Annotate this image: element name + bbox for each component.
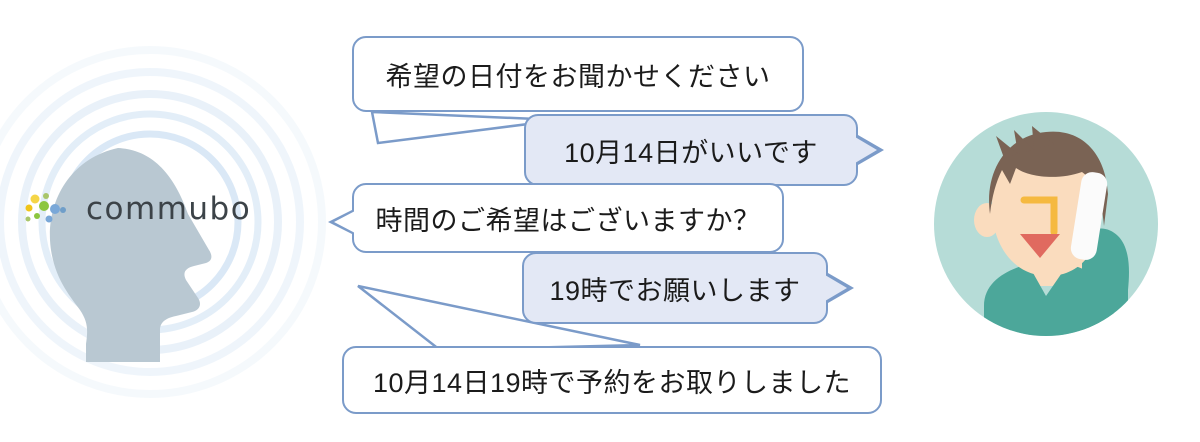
chat-bubble-text: 10月14日19時で予約をお取りしました xyxy=(372,367,852,398)
avatar-shirt xyxy=(984,264,1114,336)
phone-icon xyxy=(1070,172,1108,260)
chat-bubble-user-1: 10月14日がいいです xyxy=(524,114,884,186)
avatar-hair xyxy=(989,131,1108,226)
chat-bubble-text: 時間のご希望はございますか？ xyxy=(375,205,761,236)
chat-bubble-user-2: 19時でお願いします xyxy=(522,252,854,324)
bubble-tail-right-fill xyxy=(855,137,877,163)
logo-dots-icon xyxy=(25,193,66,223)
avatar-mouth xyxy=(1020,234,1060,258)
bubble-tail-left-fill xyxy=(334,211,355,233)
chat-bubble-text: 希望の日付をお聞かせください xyxy=(385,61,771,92)
chat-bubble-text: 10月14日がいいです xyxy=(564,137,818,168)
bubble-tail-right-fill xyxy=(825,275,847,301)
bot-avatar: commubo xyxy=(0,0,330,442)
chat-bubble-bot-1: 希望の日付をお聞かせください xyxy=(352,36,804,112)
brand-name: commubo xyxy=(86,190,252,227)
chat-bubble-bot-2: 時間のご希望はございますか？ xyxy=(328,183,784,253)
avatar-eye-mark xyxy=(1020,196,1058,236)
caller-avatar xyxy=(932,110,1160,338)
avatar-hair-spikes xyxy=(996,126,1054,158)
chat-bubble-text: 19時でお願いします xyxy=(549,275,801,306)
bot-head-silhouette xyxy=(49,148,212,362)
commubo-logo: commubo xyxy=(22,186,262,232)
chat-bubble-bot-3: 10月14日19時で予約をお取りしました xyxy=(342,346,882,414)
